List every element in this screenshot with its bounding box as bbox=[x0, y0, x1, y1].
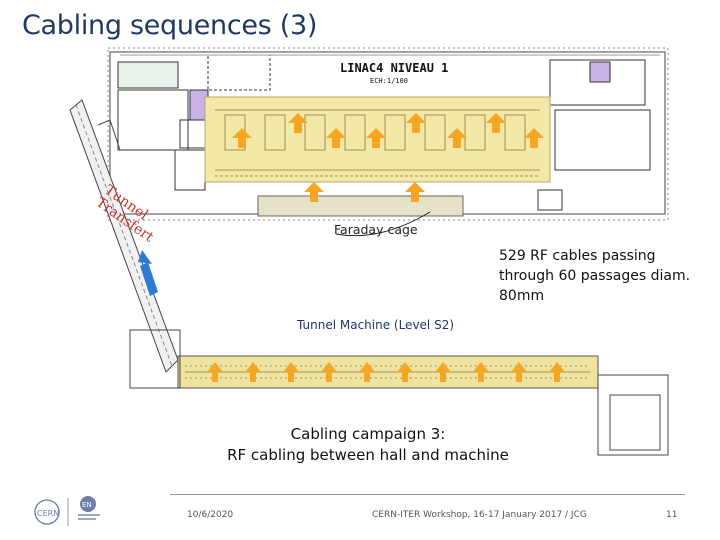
campaign-caption: Cabling campaign 3: RF cabling between h… bbox=[200, 424, 536, 466]
tunnel-machine-label: Tunnel Machine (Level S2) bbox=[297, 318, 455, 332]
hall-equipment bbox=[215, 109, 540, 177]
slide-title: Cabling sequences (3) bbox=[22, 10, 318, 41]
cern-logo: CERN bbox=[34, 499, 60, 525]
footer-page-number: 11 bbox=[666, 510, 678, 520]
plan-title-group: LINAC4 NIVEAU 1 ECH:1/100 bbox=[340, 61, 448, 85]
footer-divider bbox=[170, 494, 685, 495]
tunnel-end-rooms bbox=[129, 329, 669, 456]
cables-note: 529 RF cables passing through 60 passage… bbox=[499, 248, 691, 304]
en-logo-text: EN bbox=[82, 501, 92, 509]
blue-arrow bbox=[138, 250, 158, 296]
hall-arrows bbox=[232, 113, 544, 202]
faraday-label: Faraday cage bbox=[334, 222, 418, 237]
faraday-cage bbox=[257, 195, 464, 217]
plan-scale: ECH:1/100 bbox=[370, 77, 408, 85]
transfer-tunnel bbox=[69, 99, 179, 373]
tunnel-arrows bbox=[207, 362, 565, 382]
plan-title: LINAC4 NIVEAU 1 bbox=[340, 61, 448, 75]
footer-event: CERN-ITER Workshop, 16-17 January 2017 /… bbox=[372, 510, 587, 520]
en-logo: EN bbox=[78, 496, 100, 520]
cern-logo-text: CERN bbox=[37, 509, 59, 518]
footer-date: 10/6/2020 bbox=[187, 510, 234, 520]
campaign-line1: Cabling campaign 3: bbox=[290, 425, 446, 443]
campaign-line2: RF cabling between hall and machine bbox=[227, 446, 509, 464]
